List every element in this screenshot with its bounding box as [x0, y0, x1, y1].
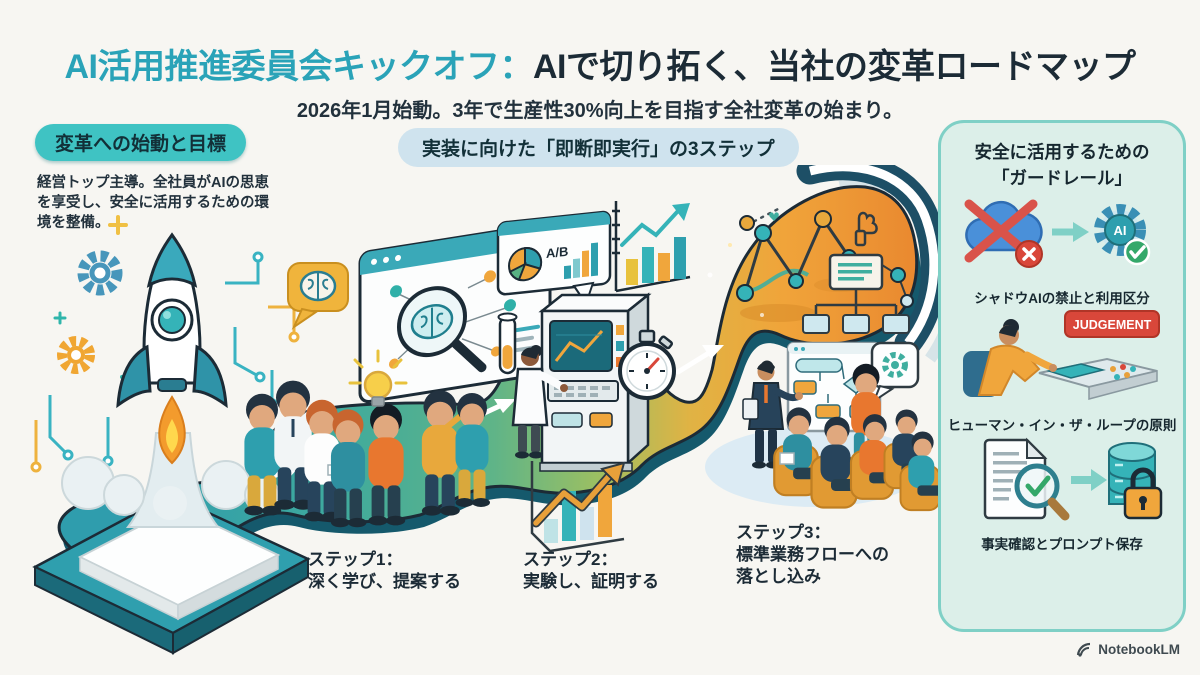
watermark: NotebookLM — [1076, 641, 1180, 658]
judgement-badge: JUDGEMENT — [1073, 318, 1152, 332]
step-1-label: ステップ1： 深く学び、提案する — [308, 549, 488, 593]
steps-badge-wrap: 実装に向けた「即断即実行」の3ステップ — [398, 128, 799, 167]
guardrail-item-shadow-ai: AI シャドウAIの禁止と利用区分 — [957, 192, 1167, 307]
guardrail-caption-2: ヒューマン・イン・ザ・ループの原則 — [947, 417, 1177, 433]
ai-gear-label: AI — [1114, 223, 1127, 238]
presenter-figure — [742, 360, 803, 469]
step-1-title: ステップ1： — [308, 550, 403, 569]
guardrails-title: 安全に活用するための 「ガードレール」 — [974, 142, 1150, 189]
notebooklm-logo — [1077, 642, 1091, 657]
guardrail-item-human-loop: JUDGEMENT ヒューマン・イン・ザ・ループの原則 — [947, 307, 1177, 434]
guardrail-caption-3: 事実確認とプロンプト保存 — [981, 536, 1143, 552]
experiment-chart-icon — [612, 201, 691, 293]
title-main: AIで切り拓く、当社の変革ロードマップ — [533, 47, 1136, 86]
exit-road — [796, 165, 940, 363]
exhaust-trail — [125, 432, 221, 528]
page-title: AI活用推進委員会キックオフ：AIで切り拓く、当社の変革ロードマップ — [0, 39, 1200, 88]
step-2-desc: 実験し、証明する — [523, 572, 659, 592]
guardrails-panel: 安全に活用するための 「ガードレール」 AI シャドウAIの禁止と利用区分 JU… — [938, 120, 1186, 632]
step-2-title: ステップ2： — [523, 550, 618, 569]
gear-icon — [57, 250, 123, 374]
rocket-icon — [116, 232, 228, 409]
human-in-loop-icon: JUDGEMENT — [963, 309, 1160, 400]
ab-label: A/B — [546, 244, 568, 261]
step1-people — [244, 349, 490, 528]
step-3-label: ステップ3： 標準業務フローへの落とし込み — [736, 522, 896, 588]
stopwatch-icon — [618, 329, 676, 400]
guardrail-item-fact-check: 事実確認とプロンプト保存 — [957, 434, 1167, 553]
step-3-desc: 標準業務フローへの落とし込み — [736, 545, 889, 587]
scientist-figure — [511, 345, 568, 459]
page-subtitle: 2026年1月始動。3年で生産性30%向上を目指す全社変革の始まり。 — [296, 100, 904, 122]
goal-badge: 変革への始動と目標 — [35, 124, 247, 161]
test-tube-icon — [497, 312, 518, 375]
lightbulb-icon — [348, 349, 408, 407]
fact-check-save-icon — [983, 437, 1163, 520]
cloud-blocked-ai-gear-icon: AI — [964, 199, 1151, 268]
audience-figures — [773, 406, 940, 512]
title-accent: AI活用推進委員会キックオフ： — [64, 47, 534, 86]
ab-test-bubble: A/B — [496, 210, 612, 307]
thumbs-up-icon — [854, 211, 878, 247]
goal-section: 変革への始動と目標 経営トップ主導。全社員がAIの思恵を享受し、安全に活用するた… — [35, 124, 277, 233]
step-3-title: ステップ3： — [736, 523, 831, 542]
steps-badge: 実装に向けた「即断即実行」の3ステップ — [398, 128, 799, 167]
guardrail-caption-1: シャドウAIの禁止と利用区分 — [974, 290, 1150, 306]
watermark-label: NotebookLM — [1098, 642, 1180, 657]
gear-bubble-icon — [870, 341, 920, 404]
growth-chart-icon — [530, 461, 626, 553]
roadmap-illustration: A/B — [30, 165, 940, 655]
step3-scene — [705, 341, 940, 512]
step-1-desc: 深く学び、提案する — [308, 572, 461, 592]
brain-bubble-icon — [287, 262, 349, 330]
goal-description: 経営トップ主導。全社員がAIの思恵を享受し、安全に活用するための環境を整備。 — [37, 175, 269, 231]
step-2-label: ステップ2： 実験し、証明する — [523, 549, 683, 593]
launch-platform — [32, 493, 311, 655]
flame-icon — [158, 395, 186, 465]
org-chart-icon — [802, 253, 914, 334]
